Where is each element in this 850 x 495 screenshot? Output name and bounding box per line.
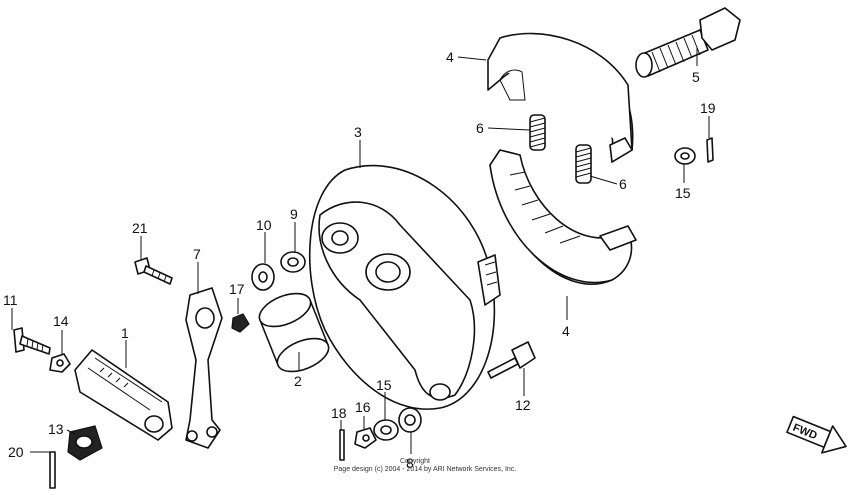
brake-cam[interactable] [635,7,741,78]
brake-panel[interactable] [308,164,501,410]
chain-adjuster[interactable] [74,349,173,441]
washer-8[interactable] [398,407,422,433]
nut-17[interactable] [231,313,250,333]
pin-20[interactable] [49,451,56,489]
brake-shoe-lower[interactable] [489,149,637,285]
brake-shoe-upper[interactable] [487,32,634,163]
callout-15b[interactable]: 15 [376,377,392,393]
callout-3[interactable]: 3 [354,124,362,140]
callout-12[interactable]: 12 [515,397,531,413]
copyright-line-2: Page design (c) 2004 - 2014 by ARI Netwo… [334,466,517,473]
spring-lower[interactable] [575,144,592,184]
brake-arm[interactable] [185,287,223,449]
callout-10[interactable]: 10 [256,217,272,233]
nut-14[interactable] [49,353,71,373]
callout-9[interactable]: 9 [290,206,298,222]
washer-15-right[interactable] [674,147,696,165]
callout-19[interactable]: 19 [700,100,716,116]
callout-6a[interactable]: 6 [476,120,484,136]
bolt-12[interactable] [487,341,536,379]
callout-13[interactable]: 13 [48,421,64,437]
bolt-11[interactable] [13,327,51,355]
callout-16[interactable]: 16 [355,399,371,415]
copyright: Copyright Page design (c) 2004 - 2014 by… [334,458,517,473]
callout-20[interactable]: 20 [8,444,24,460]
copyright-line-1: Copyright [400,458,430,465]
pin-19[interactable] [706,137,714,163]
callout-11[interactable]: 11 [3,292,18,308]
callout-21[interactable]: 21 [132,220,148,236]
callout-4b[interactable]: 4 [562,323,570,339]
castle-nut[interactable] [67,425,103,461]
leader-lines [11,48,710,454]
callout-15a[interactable]: 15 [675,185,691,201]
callout-5[interactable]: 5 [692,69,700,85]
spring-upper[interactable] [529,114,546,151]
callout-labels: 1 2 3 4 4 5 6 6 7 8 9 10 11 12 13 14 15 … [3,49,716,471]
callout-4a[interactable]: 4 [446,49,454,65]
callout-8[interactable]: 8 [406,455,414,471]
collar[interactable] [255,287,334,378]
callout-17[interactable]: 17 [229,281,245,297]
washer-15-bottom[interactable] [373,419,399,441]
callout-6b[interactable]: 6 [619,176,627,192]
fwd-arrow: FWD [786,415,847,454]
callout-1[interactable]: 1 [121,325,129,341]
pin-18[interactable] [339,429,345,461]
callout-7[interactable]: 7 [193,246,201,262]
callout-14[interactable]: 14 [53,313,69,329]
bolt-21[interactable] [134,257,173,285]
washer-9[interactable] [280,251,306,273]
nut-16[interactable] [354,427,377,449]
callout-18[interactable]: 18 [331,405,347,421]
washer-10[interactable] [251,263,275,291]
callout-2[interactable]: 2 [294,373,302,389]
